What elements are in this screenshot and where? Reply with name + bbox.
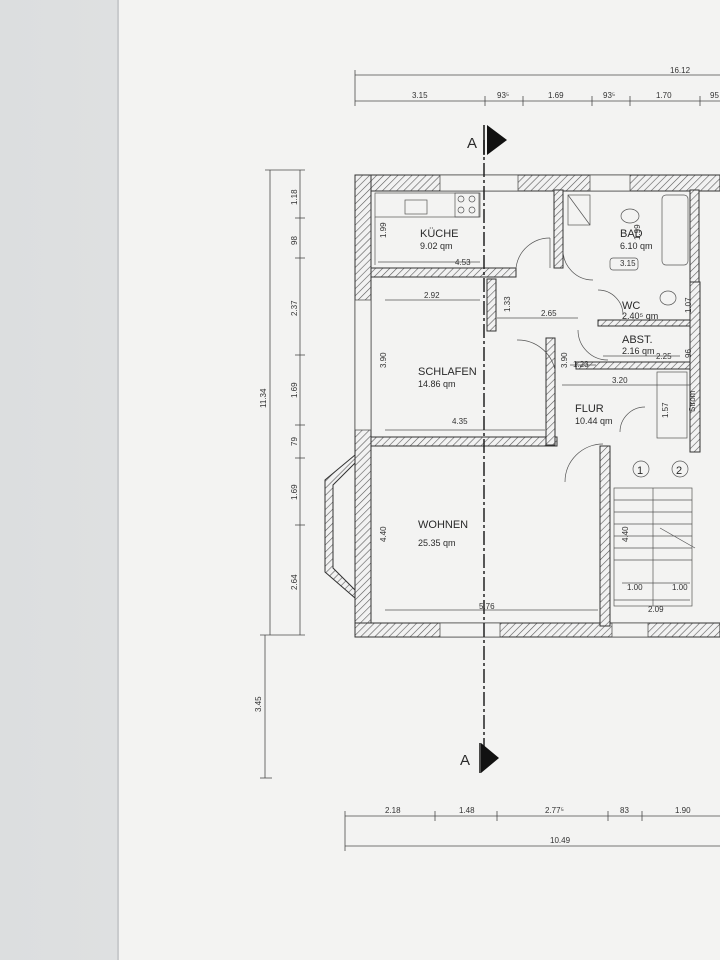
dim-bottom-seg-1: 2.18 bbox=[385, 806, 401, 815]
room-bad-name: BAD bbox=[620, 228, 643, 240]
dim-top-seg-3: 1.69 bbox=[548, 91, 564, 100]
dim-abst-width: 2.25 bbox=[656, 352, 672, 361]
dim-stair-dim: 1.57 bbox=[661, 402, 670, 418]
dim-bottom-seg-4: 83 bbox=[620, 806, 629, 815]
room-flur-area: 10.44 qm bbox=[575, 416, 613, 426]
dim-schlafen-width-bottom: 4.35 bbox=[452, 417, 468, 426]
dim-bottom-seg-2: 1.48 bbox=[459, 806, 475, 815]
stair-number-2: 2 bbox=[676, 465, 682, 477]
dim-top-seg-2: 93⁵ bbox=[497, 91, 509, 100]
dim-bad-height: 1.99 bbox=[633, 224, 642, 240]
dim-schlafen-width-top: 2.92 bbox=[424, 291, 440, 300]
windows bbox=[354, 174, 649, 638]
interior-lines bbox=[374, 192, 696, 611]
dim-stair-b: 1.00 bbox=[672, 583, 688, 592]
room-schlafen-name: SCHLAFEN bbox=[418, 366, 477, 378]
dim-wohnen-width: 5.76 bbox=[479, 602, 495, 611]
drawing-sheet bbox=[118, 0, 720, 960]
dim-kueche-width: 4.53 bbox=[455, 258, 471, 267]
dim-abst-height: 96 bbox=[684, 349, 693, 358]
section-arrow-top bbox=[487, 125, 507, 155]
dim-bottom-seg-3: 2.77⁵ bbox=[545, 806, 564, 815]
room-kueche-area: 9.02 qm bbox=[420, 241, 453, 251]
dim-flur-narrow-height: 1.33 bbox=[503, 296, 512, 312]
room-wc-area: 2.40⁵ qm bbox=[622, 311, 658, 321]
dim-left-total: 11.34 bbox=[259, 388, 268, 408]
room-abst-name: ABST. bbox=[622, 334, 653, 346]
dim-flur-small: 1.23 bbox=[573, 360, 589, 369]
dim-left-seg-3: 2.37 bbox=[290, 300, 299, 316]
dim-top-seg-5: 1.70 bbox=[656, 91, 672, 100]
dim-top-seg-6: 95 bbox=[710, 91, 719, 100]
room-kueche-name: KÜCHE bbox=[420, 228, 459, 240]
dim-left-seg-4: 1.69 bbox=[290, 382, 299, 398]
dim-bad-fixture: 3.15 bbox=[620, 259, 636, 268]
dim-schlafen-height: 3.90 bbox=[379, 352, 388, 368]
dimension-lines bbox=[260, 70, 720, 851]
dim-flur-inner-height: 3.90 bbox=[560, 352, 569, 368]
room-wohnen-name: WOHNEN bbox=[418, 519, 468, 531]
dim-flur-width: 2.65 bbox=[541, 309, 557, 318]
section-arrow-bottom bbox=[481, 743, 499, 773]
room-wc-name: WC bbox=[622, 300, 640, 312]
dim-bottom-total: 10.49 bbox=[550, 836, 571, 845]
dim-wohnen-height: 4.40 bbox=[379, 526, 388, 542]
section-label-top: A bbox=[467, 135, 477, 152]
dim-stair-height: 4.40 bbox=[621, 526, 630, 542]
room-abst-area: 2.16 qm bbox=[622, 346, 655, 356]
dim-wc-height: 1.07 bbox=[684, 297, 693, 313]
dim-stair-a: 1.00 bbox=[627, 583, 643, 592]
room-bad-area: 6.10 qm bbox=[620, 241, 653, 251]
room-flur-name: FLUR bbox=[575, 403, 604, 415]
dim-left-seg-7: 2.64 bbox=[290, 574, 299, 590]
section-label-bottom: A bbox=[460, 752, 470, 769]
dim-left-seg-2: 98 bbox=[290, 236, 299, 245]
dim-left-seg-6: 1.69 bbox=[290, 484, 299, 500]
dim-stair-total: 2.09 bbox=[648, 605, 664, 614]
room-wohnen-area: 25.35 qm bbox=[418, 538, 456, 548]
dim-left-seg-5: 79 bbox=[290, 437, 299, 446]
dim-top-total: 16.12 bbox=[670, 66, 691, 75]
dim-bottom-seg-5: 1.90 bbox=[675, 806, 691, 815]
dim-top-seg-1: 3.15 bbox=[412, 91, 428, 100]
dim-flur-width-2: 3.20 bbox=[612, 376, 628, 385]
dim-left-seg-1: 1.18 bbox=[290, 189, 299, 205]
dim-kueche-height: 1.99 bbox=[379, 222, 388, 238]
strom-label: Strom bbox=[688, 390, 697, 412]
dim-left-extra: 3.45 bbox=[254, 696, 263, 712]
room-schlafen-area: 14.86 qm bbox=[418, 379, 456, 389]
stair-number-1: 1 bbox=[637, 465, 643, 477]
dim-top-seg-4: 93⁵ bbox=[603, 91, 615, 100]
